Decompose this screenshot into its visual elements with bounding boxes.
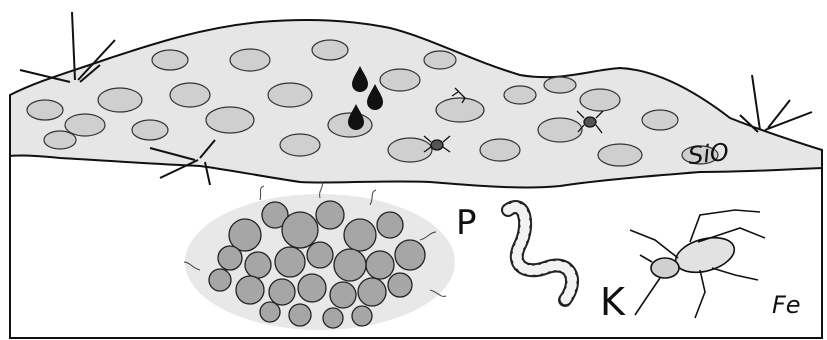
potassium-label: K [600,283,625,321]
soil-aggregate-icon [184,182,455,330]
iron-label: Fe [772,293,801,317]
spider-icon [630,210,765,318]
silica-label: SiO [687,140,730,168]
earthworm-icon [508,207,572,300]
phosphorus-label: P [456,206,477,240]
